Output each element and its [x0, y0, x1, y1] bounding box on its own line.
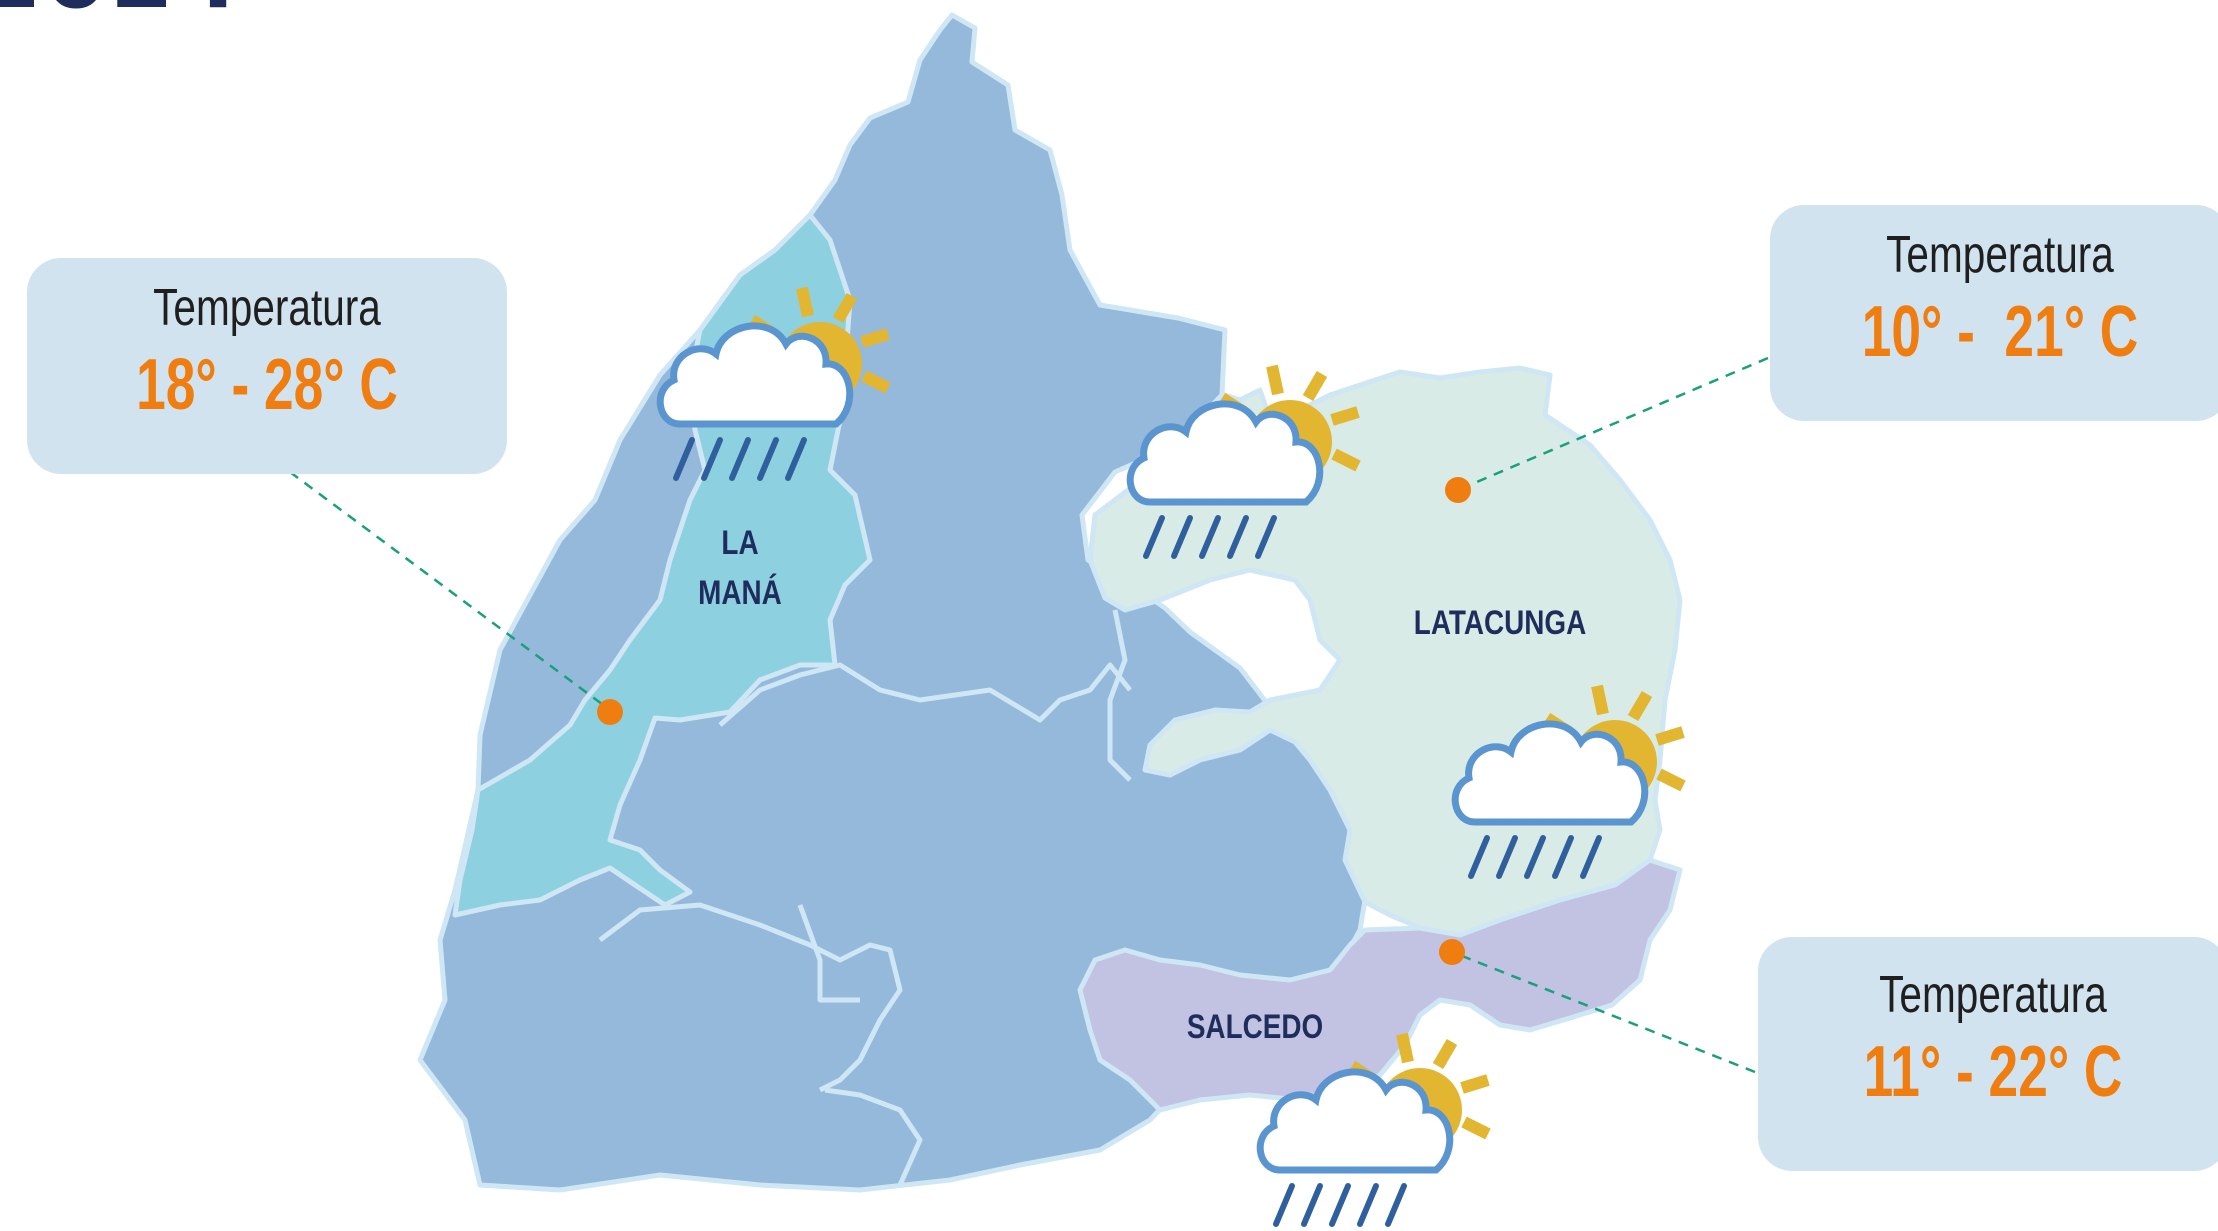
temperature-range: 11° - 22° C [1863, 1032, 2123, 1112]
region-salcedo [1077, 857, 1683, 1113]
temperature-label: Temperatura [1879, 966, 2107, 1024]
region-label-latacunga: LATACUNGA [1413, 604, 1587, 642]
temperature-box-salcedo: Temperatura 11° - 22° C [1758, 937, 2218, 1171]
page-title: 2024 [0, 0, 242, 29]
temperature-label: Temperatura [1886, 226, 2114, 284]
canton-borders [598, 609, 1132, 1187]
location-marker-salcedo [1439, 939, 1465, 965]
temperature-box-la-mana: Temperatura 18° - 28° C [27, 258, 507, 474]
region-label-salcedo: SALCEDO [1186, 1008, 1324, 1046]
temperature-range: 18° - 28° C [136, 345, 398, 425]
location-marker-la-mana [597, 699, 623, 725]
leader-lines [289, 356, 1769, 1074]
temperature-box-latacunga: Temperatura 10° - 21° C [1770, 205, 2218, 421]
temperature-range: 10° - 21° C [1861, 292, 2139, 372]
temperature-label: Temperatura [153, 279, 381, 337]
region-label-la-mana: LA MANÁ [698, 524, 782, 612]
location-marker-latacunga [1445, 477, 1471, 503]
